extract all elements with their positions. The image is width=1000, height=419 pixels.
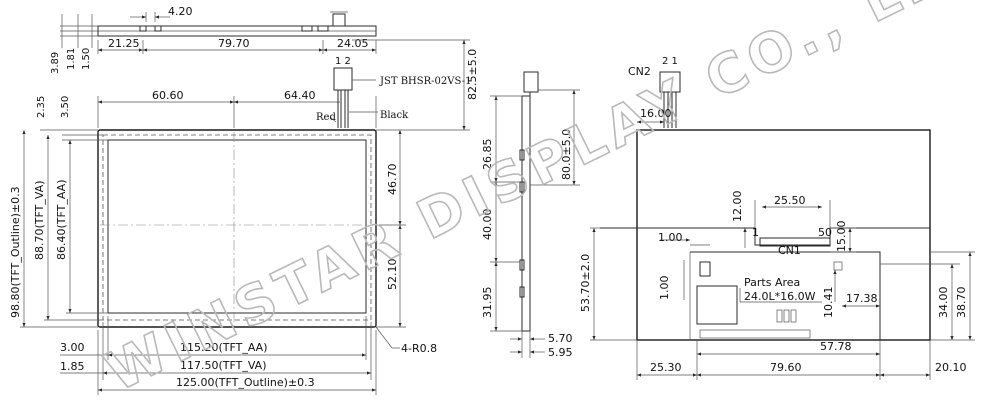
dim-10-41: 10.41 xyxy=(822,287,835,319)
parts-area-size: 24.0L*16.0W xyxy=(744,290,816,303)
dim-1-50: 1.50 xyxy=(81,48,92,70)
parts-area-title: Parts Area xyxy=(744,276,800,289)
cn2-label: CN2 xyxy=(628,65,651,78)
dim-tft-va-h: 117.50(TFT_VA) xyxy=(180,359,267,372)
cable-connector: 1 2 JST BHSR-02VS-1 Red Black 82.5±5.0 xyxy=(316,39,479,131)
dim-52-10: 52.10 xyxy=(386,259,399,291)
front-view: 60.60 64.40 2.35 3.50 98.80(TFT_Outline)… xyxy=(9,89,437,395)
dim-cable-82-5: 82.5±5.0 xyxy=(466,49,479,100)
dim-1-00-v: 1.00 xyxy=(658,276,671,301)
dim-60-60: 60.60 xyxy=(152,89,184,102)
dim-1-00-h: 1.00 xyxy=(658,231,683,244)
dim-26-85: 26.85 xyxy=(481,139,494,171)
dim-64-40: 64.40 xyxy=(284,89,316,102)
dim-80-0: 80.0±5.0 xyxy=(560,129,573,180)
dim-3-50: 3.50 xyxy=(60,96,71,118)
dim-16-00: 16.00 xyxy=(640,107,672,120)
dim-79-70: 79.70 xyxy=(218,37,250,50)
dim-40-00: 40.00 xyxy=(481,209,494,241)
dim-2-35: 2.35 xyxy=(36,96,47,118)
dim-21-25: 21.25 xyxy=(108,37,140,50)
dim-tft-aa-v: 86.40(TFT_AA) xyxy=(55,179,68,260)
cn1-label: CN1 xyxy=(778,244,801,257)
dim-46-70: 46.70 xyxy=(386,164,399,196)
pin-1-label: 1 xyxy=(752,226,759,239)
connector-pins: 1 2 xyxy=(335,56,351,67)
dim-31-95: 31.95 xyxy=(481,287,494,319)
dim-4-20: 4.20 xyxy=(168,5,193,18)
back-view: 2 1 CN2 16.00 1 50 CN1 25.50 12.00 15.00… xyxy=(579,56,975,380)
dim-38-70: 38.70 xyxy=(955,287,968,319)
cn2-pins: 2 1 xyxy=(662,56,678,67)
top-view: 4.20 21.25 79.70 24.05 3.89 1.81 1.50 xyxy=(50,5,377,74)
side-view: 26.85 40.00 31.95 80.0±5.0 5.70 5.95 xyxy=(481,71,580,359)
dim-57-78: 57.78 xyxy=(820,340,852,353)
dim-20-10: 20.10 xyxy=(935,361,967,374)
dim-25-50: 25.50 xyxy=(774,194,806,207)
dim-tft-outline-h: 125.00(TFT_Outline)±0.3 xyxy=(176,376,315,389)
dim-3-89: 3.89 xyxy=(50,52,61,74)
dim-5-95: 5.95 xyxy=(548,346,573,359)
dim-tft-va-v: 88.70(TFT_VA) xyxy=(33,181,46,261)
dim-79-60: 79.60 xyxy=(770,361,802,374)
wire-black-label: Black xyxy=(380,110,409,121)
dim-1-81: 1.81 xyxy=(66,48,77,70)
dim-24-05: 24.05 xyxy=(337,37,369,50)
dim-17-38: 17.38 xyxy=(846,292,878,305)
pin-50-label: 50 xyxy=(818,226,832,239)
dim-34-00: 34.00 xyxy=(937,287,950,319)
dim-12-00: 12.00 xyxy=(731,191,744,223)
corner-radius-label: 4-R0.8 xyxy=(401,342,437,355)
dim-3-00: 3.00 xyxy=(60,341,85,354)
dim-tft-outline-v: 98.80(TFT_Outline)±0.3 xyxy=(9,186,22,318)
wire-red-label: Red xyxy=(316,112,336,123)
connector-part-number: JST BHSR-02VS-1 xyxy=(379,76,471,87)
dim-5-70: 5.70 xyxy=(548,332,573,345)
dim-tft-aa-h: 115.20(TFT_AA) xyxy=(180,341,268,354)
dim-53-70: 53.70±2.0 xyxy=(579,254,592,312)
dim-25-30: 25.30 xyxy=(650,361,682,374)
dim-15-00: 15.00 xyxy=(835,221,848,253)
dim-1-85: 1.85 xyxy=(60,360,85,373)
